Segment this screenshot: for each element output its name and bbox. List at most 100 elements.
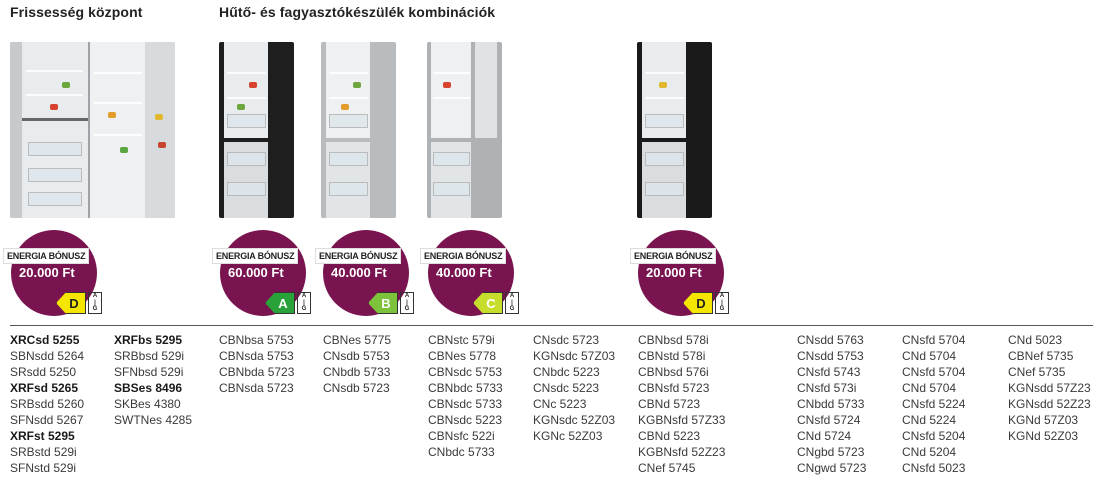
model-name: XRFsd 5265 — [10, 381, 79, 395]
model-name: CNbdb 5733 — [323, 365, 391, 379]
model-name: SRBbsd 529i — [114, 349, 185, 363]
model-name: XRFbs 5295 — [114, 333, 183, 347]
energy-class-letter: D — [683, 292, 713, 314]
model-name: SFNstd 529i — [10, 461, 77, 475]
product-image-black-fridge-2 — [637, 42, 712, 218]
model-name: CNef 5745 — [638, 461, 696, 475]
model-name: CNbdc 5733 — [428, 445, 495, 459]
model-name: CNsfd 5224 — [902, 397, 966, 411]
model-name: CBNes 5775 — [323, 333, 392, 347]
model-name: CBNbsd 578i — [638, 333, 709, 347]
energy-class-letter: D — [56, 292, 86, 314]
energy-bonus-amount: 40.000 Ft — [436, 265, 492, 280]
energy-bonus-amount: 20.000 Ft — [19, 265, 75, 280]
model-name: CNsfd 573i — [797, 381, 857, 395]
model-name: CNd 5724 — [797, 429, 852, 443]
model-name: CNsdc 5723 — [533, 333, 600, 347]
energy-bonus-label: ENERGIA BÓNUSZ — [420, 248, 507, 264]
model-name: CNsdb 5723 — [323, 381, 390, 395]
model-name: CBNsdc 5733 — [428, 397, 503, 411]
energy-bonus-amount: 60.000 Ft — [228, 265, 284, 280]
model-name: CBNsdc 5223 — [428, 413, 503, 427]
model-name: CNd 5704 — [902, 349, 957, 363]
model-name: KGNc 52Z03 — [533, 429, 603, 443]
energy-class-letter: A — [265, 292, 295, 314]
model-list-column-4: CBNes 5775 CNsdb 5753 CNbdb 5733 CNsdb 5… — [323, 332, 391, 396]
model-name: KGNsdd 52Z23 — [1008, 397, 1091, 411]
energy-bonus-label: ENERGIA BÓNUSZ — [630, 248, 717, 264]
model-name: CNsdb 5753 — [323, 349, 390, 363]
section-divider — [10, 325, 1093, 326]
model-name: CNef 5735 — [1008, 365, 1066, 379]
model-list-column-8: CNsdd 5763 CNsdd 5753 CNsfd 5743 CNsfd 5… — [797, 332, 866, 476]
model-list-column-2: XRFbs 5295 SRBbsd 529i SFNbsd 529i SBSes… — [114, 332, 192, 428]
heading-fridge-freezer-combinations: Hűtő- és fagyasztókészülék kombinációk — [219, 4, 496, 20]
model-name: CBNbsa 5753 — [219, 333, 294, 347]
energy-class-letter: C — [473, 292, 503, 314]
energy-bonus-label: ENERGIA BÓNUSZ — [212, 248, 299, 264]
model-name: CBNsfd 5723 — [638, 381, 710, 395]
model-name: SFNsdd 5267 — [10, 413, 84, 427]
model-name: CNsfd 5204 — [902, 429, 966, 443]
model-name: SBNsdd 5264 — [10, 349, 85, 363]
energy-bonus-label: ENERGIA BÓNUSZ — [3, 248, 90, 264]
model-name: KGNsdc 57Z03 — [533, 349, 616, 363]
model-name: CNd 5704 — [902, 381, 957, 395]
model-name: KGNsdd 57Z23 — [1008, 381, 1091, 395]
model-name: CNd 5224 — [902, 413, 957, 427]
model-name: SKBes 4380 — [114, 397, 181, 411]
energy-bonus-label: ENERGIA BÓNUSZ — [315, 248, 402, 264]
model-name: CNgbd 5723 — [797, 445, 865, 459]
model-name: SBSes 8496 — [114, 381, 183, 395]
model-list-column-7: CBNbsd 578i CBNstd 578i CBNbsd 576i CBNs… — [638, 332, 725, 476]
model-list-column-9: CNsfd 5704 CNd 5704 CNsfd 5704 CNd 5704 … — [902, 332, 965, 476]
model-name: CNsfd 5023 — [902, 461, 966, 475]
model-name: CNgwd 5723 — [797, 461, 867, 475]
energy-scale-icon: A|G — [715, 292, 729, 314]
energy-bonus-amount: 40.000 Ft — [331, 265, 387, 280]
model-name: CNsdc 5223 — [533, 381, 600, 395]
model-name: CNsdd 5753 — [797, 349, 864, 363]
model-name: CBNef 5735 — [1008, 349, 1074, 363]
model-list-column-10: CNd 5023 CBNef 5735 CNef 5735 KGNsdd 57Z… — [1008, 332, 1091, 444]
model-name: SRBsdd 5260 — [10, 397, 85, 411]
model-name: CBNsdc 5753 — [428, 365, 503, 379]
model-name: KGNd 52Z03 — [1008, 429, 1079, 443]
model-name: KGBNsfd 57Z33 — [638, 413, 726, 427]
product-image-steel-fridge — [321, 42, 396, 218]
model-list-column-5: CBNstc 579i CBNes 5778 CBNsdc 5753 CBNbd… — [428, 332, 503, 460]
model-name: CNsfd 5704 — [902, 365, 966, 379]
product-image-steel-fridge-open — [427, 42, 502, 218]
model-name: CNsdd 5763 — [797, 333, 864, 347]
model-name: CBNstc 579i — [428, 333, 495, 347]
model-name: CBNsfc 522i — [428, 429, 495, 443]
model-name: CNd 5023 — [1008, 333, 1063, 347]
energy-scale-icon: A|G — [505, 292, 519, 314]
model-name: SRBstd 529i — [10, 445, 77, 459]
energy-class-letter: B — [368, 292, 398, 314]
model-name: CBNd 5223 — [638, 429, 701, 443]
model-list-column-1: XRCsd 5255 SBNsdd 5264 SRsdd 5250 XRFsd … — [10, 332, 84, 476]
model-name: CNbdc 5223 — [533, 365, 600, 379]
model-name: CBNstd 578i — [638, 349, 706, 363]
model-name: SWTNes 4285 — [114, 413, 193, 427]
product-image-side-by-side — [10, 42, 175, 218]
model-list-column-6: CNsdc 5723 KGNsdc 57Z03 CNbdc 5223 CNsdc… — [533, 332, 615, 444]
model-name: CBNbdc 5733 — [428, 381, 503, 395]
model-name: CNsfd 5704 — [902, 333, 966, 347]
model-name: KGBNsfd 52Z23 — [638, 445, 726, 459]
heading-freshness-center: Frissesség központ — [10, 4, 143, 20]
energy-scale-icon: A|G — [88, 292, 102, 314]
model-name: CBNbsd 576i — [638, 365, 709, 379]
model-name: CBNsda 5753 — [219, 349, 294, 363]
model-name: XRFst 5295 — [10, 429, 75, 443]
model-name: CBNbda 5723 — [219, 365, 295, 379]
model-name: CNsfd 5743 — [797, 365, 861, 379]
model-name: CBNsda 5723 — [219, 381, 294, 395]
model-name: XRCsd 5255 — [10, 333, 80, 347]
model-name: CBNd 5723 — [638, 397, 701, 411]
model-name: KGNd 57Z03 — [1008, 413, 1079, 427]
model-name: CNsfd 5724 — [797, 413, 861, 427]
model-name: KGNsdc 52Z03 — [533, 413, 616, 427]
model-name: SFNbsd 529i — [114, 365, 184, 379]
